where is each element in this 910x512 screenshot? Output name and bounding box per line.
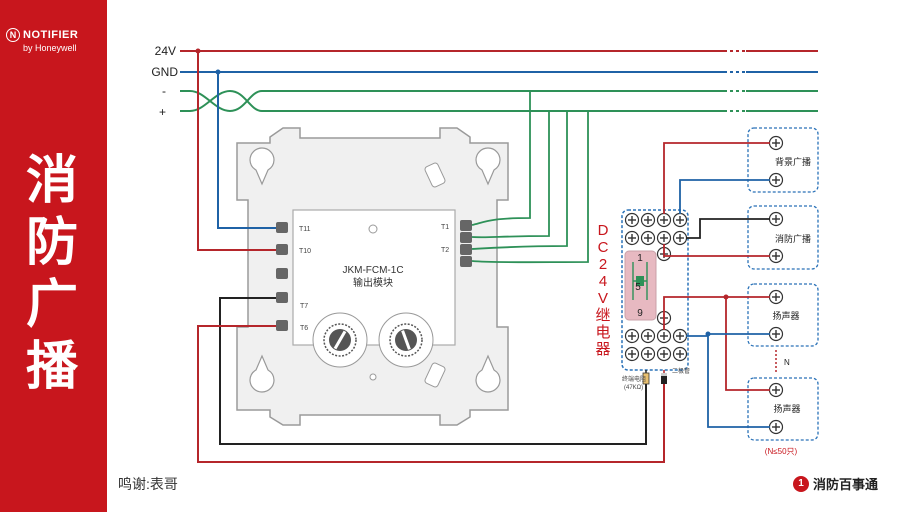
title-char: 播 [25,338,78,396]
relay-label-char: D [598,222,609,239]
speaker-count-n: N [784,358,790,367]
resistor-label: 终端电阻 [622,375,646,383]
wire-relay-fire-black [686,218,770,239]
relay-pin-5: 5 [635,282,641,293]
wire-relay-speaker-red [663,296,770,330]
wire-relay-speaker-blue [686,335,770,428]
terminal-label-t1: T1 [441,224,449,231]
relay-label: D C 2 4 V 继 电 器 [595,222,610,358]
sidebar-panel: N NOTIFIER by Honeywell 消 防 广 播 [0,0,107,512]
page-title: 消 防 广 播 [22,150,82,398]
wire-t7-output [219,297,647,445]
brand-sub: by Honeywell [23,43,77,53]
relay-pin-1: 1 [637,253,643,264]
diode-icon [661,370,667,384]
wire-relay-fire-red [663,244,770,257]
terminal-label-t10: T10 [299,248,311,255]
module-model: JKM-FCM-1C [342,265,403,276]
load-box-bg-broadcast [747,127,819,193]
title-char: 广 [25,276,78,334]
speaker-2-label: 扬声器 [773,403,800,414]
bus-label-plus: + [159,105,166,119]
terminal-block-right [460,220,472,267]
relay-label-char: V [598,290,608,307]
wire-24v-t10 [197,51,276,251]
speaker-limit-label: (N≤50只) [765,447,798,456]
diode-label: 二极管 [672,367,690,375]
brand-name: NOTIFIER [23,29,79,41]
relay-label-char: 继 [595,307,610,324]
resistor-value: (47KΩ) [624,385,643,391]
bus-gnd [180,69,818,75]
terminal-label-t6: T6 [300,325,308,332]
relay-label-char: 2 [599,256,607,273]
bus-label-gnd: GND [151,65,178,79]
credit-text: 鸣谢:表哥 [118,476,178,492]
terminal-resistor-icon [642,370,650,385]
brand-logo: N NOTIFIER by Honeywell [6,28,106,53]
wire-relay-bg-blue [679,179,770,214]
wire-gnd-t11 [217,72,276,229]
bg-broadcast-label: 背景广播 [775,156,811,167]
load-box-speaker-2 [747,377,819,441]
terminal-label-t7: T7 [300,303,308,310]
wire-signal-to-module [471,91,589,264]
relay-label-char: 4 [599,273,607,290]
title-char: 防 [25,214,78,272]
brand-mark-icon: 1 [793,475,809,492]
bus-label-minus: - [162,84,166,98]
fire-broadcast-label: 消防广播 [775,233,811,244]
notifier-logo-icon: N [6,28,20,42]
footer-logo-text: 消防百事通 [813,477,879,492]
terminal-label-t11: T11 [299,226,311,233]
relay-box [621,209,689,371]
bus-24v [180,48,818,54]
address-dial-left [312,312,368,368]
bus-label-24v: 24V [155,44,176,58]
wire-t6-output [197,325,665,463]
speaker-1-label: 扬声器 [772,310,799,321]
title-char: 消 [25,152,78,210]
relay-label-char: 电 [595,324,610,341]
relay-label-char: 器 [595,341,610,358]
relay-label-char: C [598,239,609,256]
relay-coil-module [624,250,657,321]
wire-speaker-2-red [725,297,770,391]
module-name: 输出模块 [353,276,393,289]
load-box-speaker-1 [747,283,819,347]
bus-signal [180,89,818,113]
footer-logo: 1 消防百事通 [793,474,878,493]
wire-relay-bg-red [663,142,770,214]
terminal-block-left [276,222,288,331]
terminal-label-t2: T2 [441,247,449,254]
relay-pin-9: 9 [637,308,643,319]
address-dial-right [378,312,434,368]
load-box-fire-broadcast [747,205,819,270]
